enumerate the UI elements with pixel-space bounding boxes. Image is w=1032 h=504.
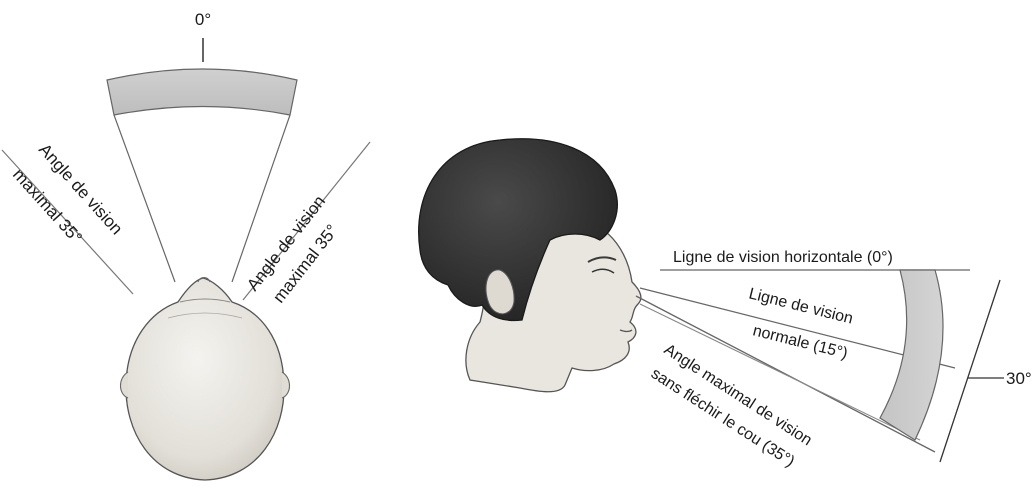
span-label: 30° (1006, 369, 1032, 388)
zero-degree-label: 0° (195, 10, 211, 29)
head-side-view-icon (419, 139, 641, 392)
side-view: 30° Ligne de vision horizontale (0°) Lig… (419, 139, 1032, 471)
head-top-view-icon (121, 278, 290, 481)
left-angle-label-line1: Angle de vision (35, 140, 126, 238)
left-angle-label: Angle de vision (35, 140, 126, 238)
span-bracket-line (940, 280, 1000, 462)
top-view: 0° Angle de vision maximal 35° Angle de … (2, 10, 370, 480)
left-field-edge (114, 115, 175, 282)
normal-sight-label: Ligne de vision (747, 285, 855, 327)
horizontal-sight-label: Ligne de vision horizontale (0°) (673, 249, 893, 266)
side-view-band (880, 270, 943, 440)
normal-sight-label-line1: Ligne de vision (747, 285, 855, 327)
top-view-band (107, 69, 297, 115)
